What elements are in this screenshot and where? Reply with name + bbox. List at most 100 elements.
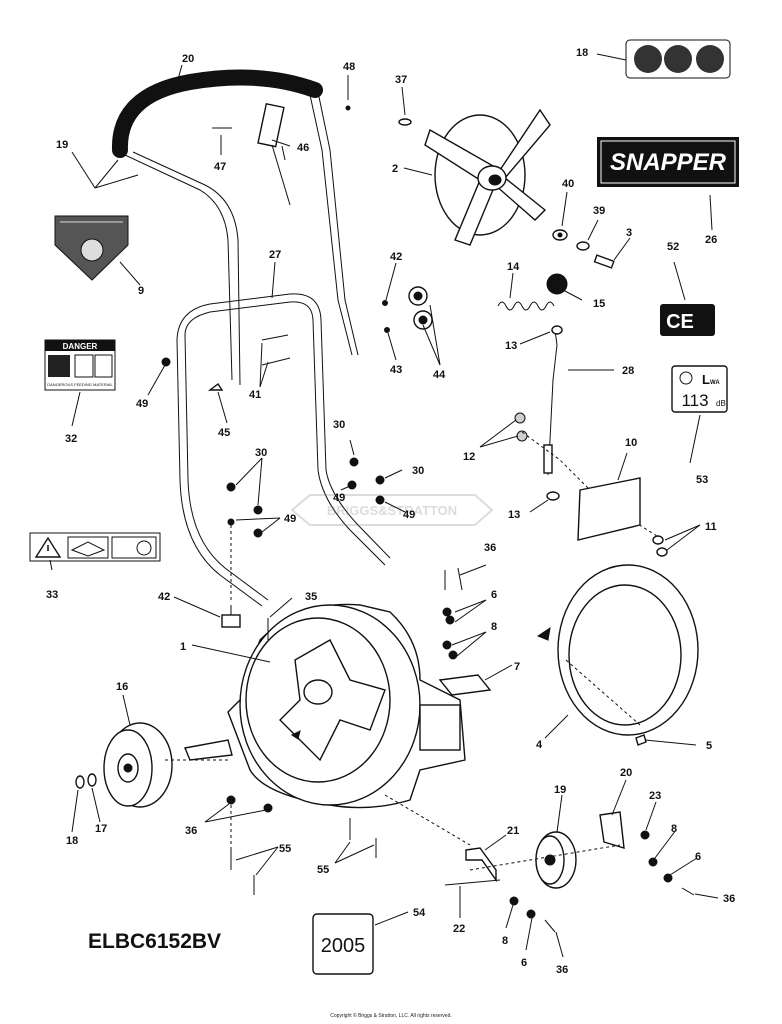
callout-number: 45 [218,427,230,439]
cover-plate-icon[interactable] [577,477,668,557]
lower-handle-frame-icon[interactable] [176,293,391,607]
danger-title: DANGER [63,342,98,351]
callout-number: 20 [620,767,632,779]
callout-number: 46 [297,142,309,154]
side-cover-icon[interactable] [536,564,699,746]
sound-label: L [702,372,710,387]
model-number: ELBC6152BV [88,930,222,953]
callout-number: 18 [66,835,78,847]
callout-number: 53 [696,474,708,486]
callout-number: 36 [484,542,496,554]
danger-caption: DANGEROUS FEEDING MATERIAL [47,382,113,387]
callout-number: 36 [185,825,197,837]
wheel-icon[interactable] [75,722,233,808]
callout-number: 12 [463,451,475,463]
callout-number: 21 [507,825,519,837]
wheel-icon[interactable] [444,811,695,933]
callout-number: 36 [556,964,568,976]
callout-number: 33 [46,589,58,601]
bolt-icon[interactable] [212,102,412,206]
callout-number: 30 [412,465,424,477]
bolt-icon[interactable] [226,794,471,895]
callout-number: 43 [390,364,402,376]
callout-number: 37 [395,74,407,86]
callout-number: 8 [491,621,497,633]
callout-number: 23 [649,790,661,802]
callout-number: 42 [390,251,402,263]
upper-handle-icon[interactable] [111,69,359,386]
callout-labels: 20 19 48 37 2 47 46 18 26 40 39 3 52 9 2… [46,47,735,976]
brand-decal[interactable]: SNAPPER [597,137,739,187]
spring-icon[interactable] [497,301,555,311]
year-decal[interactable]: 2005 [312,913,374,975]
ppe-decal-icon[interactable] [625,39,731,79]
callout-number: 49 [136,398,148,410]
knob-icon[interactable] [408,286,433,330]
housing-icon[interactable] [227,603,466,809]
callout-number: 14 [507,261,520,273]
leader-lines [49,53,719,958]
callout-number: 6 [491,589,497,601]
callout-number: 13 [508,509,520,521]
callout-number: 18 [576,47,588,59]
callout-number: 30 [333,419,345,431]
callout-number: 15 [593,298,605,310]
callout-number: 20 [182,53,194,65]
nut-icon[interactable] [161,300,390,601]
sound-level-decal[interactable]: L WA 113 dB [671,365,728,413]
brand-name: SNAPPER [610,149,727,176]
callout-number: 30 [255,447,267,459]
safety-icons-decal[interactable] [29,532,161,562]
callout-number: 44 [433,369,446,381]
callout-number: 6 [521,957,527,969]
washer-icon[interactable] [552,229,615,269]
callout-number: 5 [706,740,712,752]
ce-decal[interactable]: CE [660,304,715,336]
callout-number: 7 [514,661,520,673]
watermark-text: BRIGGS&STRATTON [327,503,457,518]
copyright-notice: Copyright © Briggs & Stratton, LLC. All … [330,1013,452,1019]
callout-number: 10 [625,437,637,449]
knob-icon[interactable] [546,273,568,295]
callout-number: 19 [56,139,68,151]
callout-number: 26 [705,234,717,246]
callout-number: 36 [723,893,735,905]
rod-icon[interactable] [543,325,563,501]
callout-number: 49 [403,509,415,521]
callout-number: 32 [65,433,77,445]
callout-number: 11 [705,521,717,533]
callout-number: 49 [284,513,296,525]
fan-impeller-icon[interactable] [424,108,551,246]
nut-icon[interactable] [442,607,458,660]
callout-number: 9 [138,285,144,297]
callout-number: 28 [622,365,634,377]
bolt-icon[interactable] [221,567,463,640]
callout-number: 42 [158,591,170,603]
callout-number: 6 [695,851,701,863]
callout-number: 16 [116,681,128,693]
year-value: 2005 [321,935,366,957]
callout-number: 48 [343,61,355,73]
callout-number: 19 [554,784,566,796]
watermark-logo: BRIGGS&STRATTON [290,494,494,526]
callout-number: 8 [502,935,508,947]
bracket-icon[interactable] [438,674,492,696]
callout-number: 4 [536,739,543,751]
callout-number: 55 [317,864,329,876]
danger-decal-icon[interactable]: DANGER DANGEROUS FEEDING MATERIAL [44,339,116,391]
sound-unit: dB [716,399,726,408]
callout-number: 8 [671,823,677,835]
callout-number: 1 [180,641,186,653]
callout-number: 47 [214,161,226,173]
callout-number: 13 [505,340,517,352]
callout-number: 35 [305,591,317,603]
callout-number: 49 [333,492,345,504]
warning-decal-icon[interactable] [54,215,129,281]
callout-number: 39 [593,205,605,217]
callout-number: 55 [279,843,291,855]
callout-number: 22 [453,923,465,935]
sound-sub: WA [710,380,720,386]
ce-mark: CE [666,311,694,333]
sound-value: 113 [681,391,708,410]
